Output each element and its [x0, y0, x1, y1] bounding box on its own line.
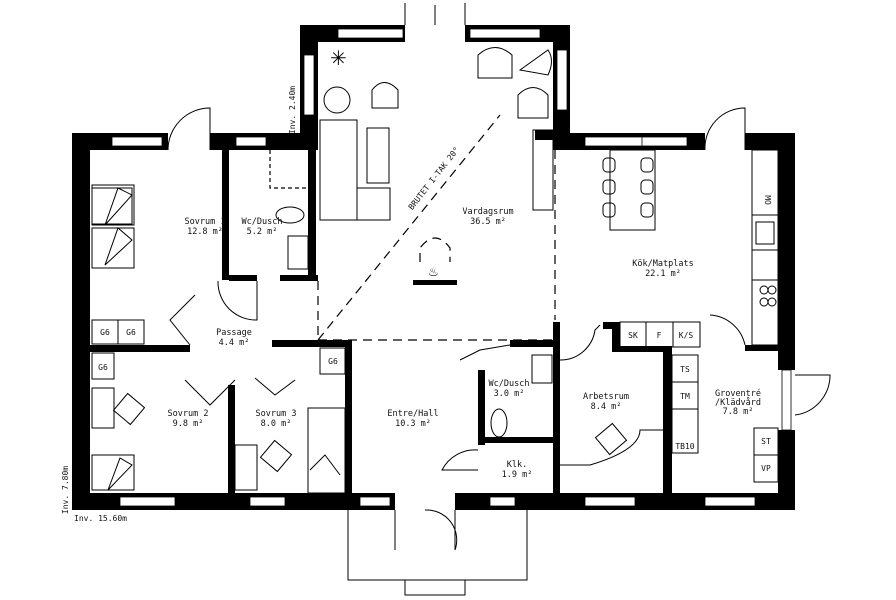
room-wc2-area: 3.0 m² [494, 389, 525, 399]
room-wc1-name: Wc/Dusch [242, 217, 283, 227]
svg-text:VP: VP [761, 464, 771, 473]
doors[interactable] [167, 3, 831, 551]
room-sovrum3-area: 8.0 m² [261, 419, 292, 429]
room-groventre-name: Groventré [715, 388, 761, 399]
svg-text:ST: ST [761, 437, 771, 446]
svg-text:MO: MO [763, 195, 772, 205]
room-passage-area: 4.4 m² [219, 338, 250, 348]
room-passage-name: Passage [216, 328, 252, 338]
svg-text:G6: G6 [100, 328, 110, 337]
room-groventre-area: 7.8 m² [723, 407, 754, 417]
room-sovrum3-name: Sovrum 3 [256, 409, 297, 419]
entrance-porch [347, 510, 528, 596]
room-vardagsrum-area: 36.5 m² [470, 217, 506, 227]
room-hall-area: 10.3 m² [395, 419, 431, 429]
svg-text:TB10: TB10 [675, 442, 694, 451]
room-kok-area: 22.1 m² [645, 269, 681, 279]
room-kok-name: Kök/Matplats [632, 259, 693, 269]
room-arbetsrum-area: 8.4 m² [591, 402, 622, 412]
svg-text:F: F [657, 331, 662, 340]
depth-annotation: Inv. 7.80m [61, 466, 70, 514]
room-sovrum2-area: 9.8 m² [173, 419, 204, 429]
room-hall-name: Entre/Hall [387, 409, 438, 419]
svg-text:SK: SK [628, 331, 638, 340]
room-sovrum1-name: Sovrum 1 [185, 217, 226, 227]
svg-text:G6: G6 [126, 328, 136, 337]
furniture: ✳ ♨ [91, 47, 779, 494]
plant-icon: ✳ [330, 48, 347, 70]
room-arbetsrum-name: Arbetsrum [583, 392, 629, 402]
room-groventre-name2: /Klädvård [715, 397, 761, 408]
room-vardagsrum-name: Vardagsrum [462, 207, 513, 217]
fireplace-icon: ♨ [428, 265, 439, 279]
cabinets: G6 G6 G6 G6 SK F K/S TS TM TB10 ST VP MO [91, 195, 779, 483]
room-sovrum2-name: Sovrum 2 [168, 409, 209, 419]
windows [111, 28, 792, 507]
interior-walls [90, 130, 778, 493]
roof-break-line [317, 114, 556, 341]
room-wc2-name: Wc/Dusch [489, 379, 530, 389]
room-klk-area: 1.9 m² [502, 470, 533, 480]
roof-annotation: BRUTET I-TAK 20° [407, 145, 462, 211]
room-sovrum1-area: 12.8 m² [187, 227, 223, 237]
svg-text:G6: G6 [98, 363, 108, 372]
svg-text:TS: TS [680, 365, 690, 374]
svg-text:K/S: K/S [679, 331, 694, 340]
width-annotation: Inv. 15.60m [74, 514, 127, 523]
svg-text:G6: G6 [328, 357, 338, 366]
svg-text:TM: TM [680, 392, 690, 401]
room-klk-name: Klk. [507, 460, 527, 470]
room-labels: Sovrum 1 12.8 m² Wc/Dusch 5.2 m² Vardags… [168, 207, 762, 480]
height-annotation: Inv. 2.40m [288, 86, 297, 134]
room-wc1-area: 5.2 m² [247, 227, 278, 237]
